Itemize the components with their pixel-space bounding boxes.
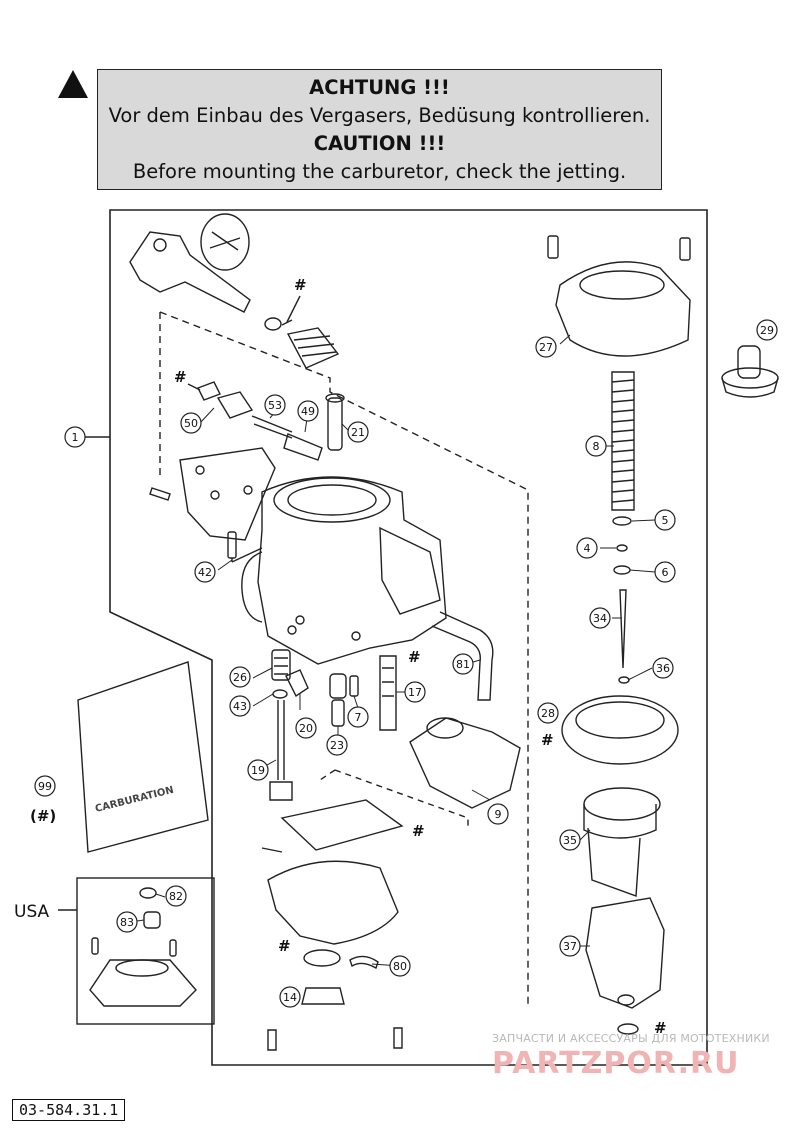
callout-43-circle	[229, 695, 251, 717]
callout-23-circle	[326, 734, 348, 756]
caution-title-en: CAUTION !!!	[313, 132, 446, 155]
callout-34: 34	[593, 612, 607, 625]
callout-20-circle	[295, 717, 317, 739]
callout-35-circle	[559, 829, 581, 851]
hash-mark: #	[541, 731, 554, 749]
callout-28-circle	[537, 702, 559, 724]
callout-14-circle	[279, 986, 301, 1008]
callout-49-circle	[297, 400, 319, 422]
callout-8-circle	[585, 435, 607, 457]
callout-34-circle	[589, 607, 611, 629]
callout-35: 35	[563, 834, 577, 847]
callout-17: 17	[408, 686, 422, 699]
callout-9: 9	[495, 808, 502, 821]
warning-triangle-icon	[58, 70, 88, 98]
hash-mark: #	[294, 276, 307, 294]
callout-26: 26	[233, 671, 247, 684]
callout-21: 21	[351, 426, 365, 439]
callout-8: 8	[593, 440, 600, 453]
callout-50: 50	[184, 417, 198, 430]
callout-99: 99	[38, 780, 52, 793]
callout-27: 27	[539, 341, 553, 354]
callout-14: 14	[283, 991, 297, 1004]
callout-36-circle	[652, 657, 674, 679]
hash-paren-mark: (#)	[30, 807, 56, 825]
callout-50-circle	[180, 412, 202, 434]
callout-21-circle	[347, 421, 369, 443]
callout-4: 4	[584, 542, 591, 555]
hash-mark: #	[408, 648, 421, 666]
hash-mark: #	[278, 937, 291, 955]
callout-9-circle	[487, 803, 509, 825]
callout-82-circle	[165, 885, 187, 907]
diagram-code: 03-584.31.1	[12, 1099, 126, 1121]
watermark-tagline: ЗАПЧАСТИ И АКСЕССУАРЫ ДЛЯ МОТОТЕХНИКИ	[492, 1032, 770, 1045]
callout-17-circle	[404, 681, 426, 703]
callout-49: 49	[301, 405, 315, 418]
callout-20: 20	[299, 722, 313, 735]
callout-29-circle	[756, 319, 778, 341]
caution-box: ACHTUNG !!! Vor dem Einbau des Vergasers…	[97, 69, 662, 190]
callout-83-circle	[116, 911, 138, 933]
callout-81-circle	[452, 653, 474, 675]
callout-29: 29	[760, 324, 774, 337]
callout-19-circle	[247, 759, 269, 781]
caution-text-en: Before mounting the carburetor, check th…	[132, 160, 627, 183]
hash-mark: #	[412, 822, 425, 840]
callout-37-circle	[559, 935, 581, 957]
callout-80: 80	[393, 960, 407, 973]
callout-5-circle	[654, 509, 676, 531]
callout-83: 83	[120, 916, 134, 929]
caution-title-de: ACHTUNG !!!	[309, 76, 450, 99]
callout-99-circle	[34, 775, 56, 797]
callout-28: 28	[541, 707, 555, 720]
callout-27-circle	[535, 336, 557, 358]
callout-26-circle	[229, 666, 251, 688]
callout-23: 23	[330, 739, 344, 752]
callout-80-circle	[389, 955, 411, 977]
callout-6-circle	[654, 561, 676, 583]
callout-1-circle	[64, 426, 86, 448]
callout-42: 42	[198, 566, 212, 579]
hash-mark: #	[174, 368, 187, 386]
callout-5: 5	[662, 514, 669, 527]
usa-label: USA	[14, 902, 50, 922]
callout-7-circle	[347, 706, 369, 728]
callout-81: 81	[456, 658, 470, 671]
callout-53: 53	[268, 399, 282, 412]
callout-36: 36	[656, 662, 670, 675]
hash-mark: #	[654, 1019, 667, 1037]
callout-53-circle	[264, 394, 286, 416]
callout-6: 6	[662, 566, 669, 579]
callout-19: 19	[251, 764, 265, 777]
callout-37: 37	[563, 940, 577, 953]
bag-text: CARBURATION	[94, 785, 175, 815]
caution-text-de: Vor dem Einbau des Vergasers, Bedüsung k…	[108, 104, 651, 127]
callout-43: 43	[233, 700, 247, 713]
callout-82: 82	[169, 890, 183, 903]
watermark-logo: PARTZPOR.RU	[492, 1046, 740, 1081]
callout-7: 7	[355, 711, 362, 724]
callout-4-circle	[576, 537, 598, 559]
callout-42-circle	[194, 561, 216, 583]
callout-1: 1	[72, 431, 79, 444]
